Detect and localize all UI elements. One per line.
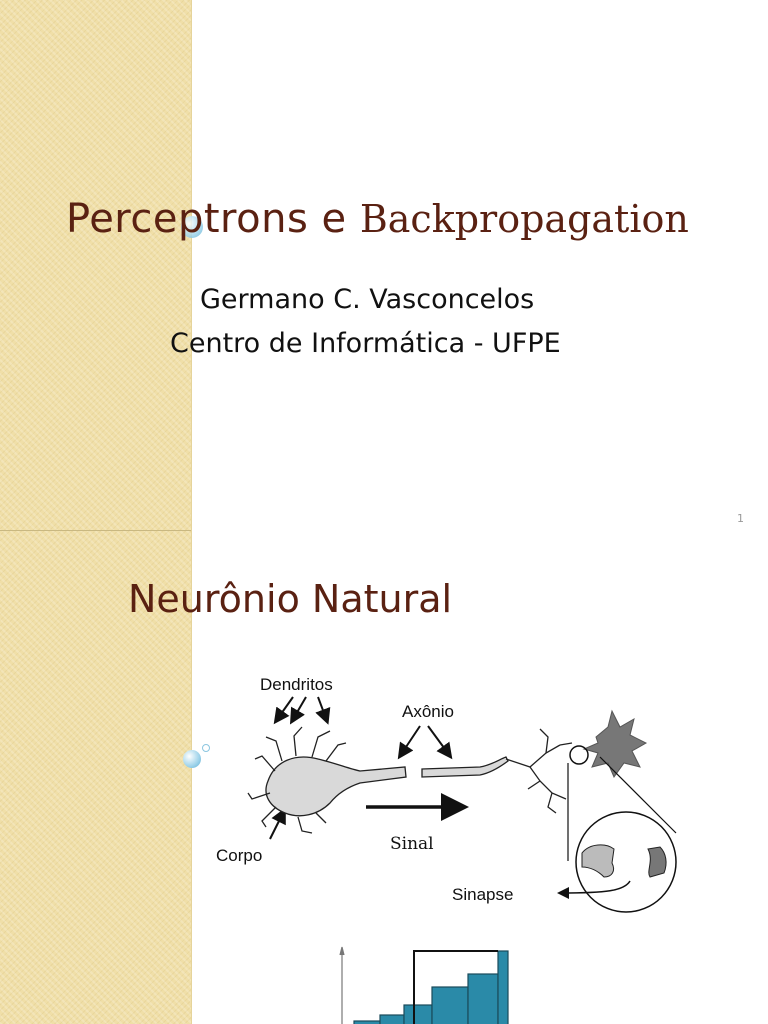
page-number: 1: [737, 512, 744, 525]
label-sinapse: Sinapse: [452, 885, 513, 904]
label-sinal: Sinal: [390, 834, 434, 854]
neuron-diagram: Dendritos Axônio Corpo Sinal Sinapse: [216, 675, 677, 1024]
synapse-zoom-circle: [575, 811, 677, 913]
decorative-strip: [0, 0, 192, 531]
label-corpo: Corpo: [216, 846, 262, 865]
target-neuron: [582, 709, 648, 779]
bubble-decoration: [181, 216, 203, 238]
label-axonio: Axônio: [402, 702, 454, 721]
dendritos-arrows: [269, 696, 453, 840]
title-backpropagation: Backpropagation: [359, 197, 689, 241]
slide-title: Perceptrons e Backpropagation: [66, 196, 689, 242]
title-perceptrons: Perceptrons e: [66, 196, 360, 242]
institution: Centro de Informática - UFPE: [170, 328, 561, 359]
bubble-decoration: [183, 750, 201, 768]
cell-body: [247, 726, 407, 834]
slide-divider: [0, 530, 191, 531]
slide-title: Neurônio Natural: [128, 577, 453, 621]
axon: [421, 728, 573, 814]
slide-1: Perceptrons e Backpropagation Germano C.…: [0, 0, 744, 531]
author-name: Germano C. Vasconcelos: [200, 284, 535, 315]
decorative-strip: [0, 531, 192, 1024]
step-bars: [339, 946, 509, 1024]
bubble-decoration-small: [202, 744, 210, 752]
slide-2: Neurônio Natural Dendritos Axônio Corpo …: [0, 531, 768, 1024]
label-dendritos: Dendritos: [260, 675, 333, 694]
synapse-small-circle: [569, 745, 589, 765]
